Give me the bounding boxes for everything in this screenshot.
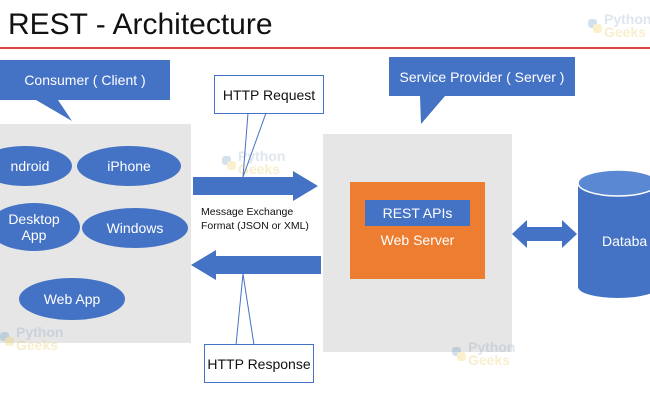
database-label: Databa bbox=[602, 233, 648, 249]
watermark-word-2: Geeks bbox=[468, 352, 511, 368]
client-callout-pointer bbox=[36, 100, 72, 121]
http-response-callout: HTTP Response bbox=[204, 344, 314, 383]
database-cylinder bbox=[577, 169, 650, 298]
response-arrow bbox=[191, 250, 321, 280]
client-web-app-label: Web App bbox=[43, 291, 101, 307]
python-logo-icon bbox=[452, 347, 466, 361]
python-logo-icon bbox=[222, 156, 236, 170]
watermark-word-1: Python bbox=[238, 148, 286, 164]
client-desktop-app-label: Desktop App bbox=[8, 211, 60, 243]
watermark-word-1: Python bbox=[468, 339, 516, 355]
http-request-callout: HTTP Request bbox=[214, 75, 324, 114]
watermark-word-2: Geeks bbox=[16, 337, 59, 353]
database-double-arrow bbox=[512, 220, 577, 248]
web-server-label: Web Server bbox=[380, 232, 455, 248]
request-arrow bbox=[193, 171, 318, 201]
server-callout: Service Provider ( Server ) bbox=[389, 57, 575, 96]
client-iphone: iPhone bbox=[77, 146, 181, 186]
watermark-word-1: Python bbox=[604, 11, 650, 27]
python-logo-icon bbox=[0, 332, 14, 346]
client-windows-label: Windows bbox=[106, 220, 164, 236]
client-web-app: Web App bbox=[19, 278, 125, 320]
http-response-pointer bbox=[235, 273, 255, 346]
client-callout-label: Consumer ( Client ) bbox=[24, 72, 146, 88]
watermark-word-1: Python bbox=[16, 324, 64, 340]
web-server-box bbox=[350, 182, 485, 279]
page-title: REST - Architecture bbox=[8, 8, 273, 41]
client-android: ndroid bbox=[0, 146, 72, 186]
server-callout-pointer bbox=[420, 96, 445, 124]
watermark-word-2: Geeks bbox=[238, 161, 281, 177]
http-request-label: HTTP Request bbox=[222, 86, 316, 103]
title-divider bbox=[0, 47, 650, 49]
message-exchange-text: Message Exchange Format (JSON or XML) bbox=[201, 206, 309, 232]
rest-apis-box: REST APIs bbox=[365, 200, 470, 226]
client-desktop-app: Desktop App bbox=[0, 203, 80, 251]
rest-apis-label: REST APIs bbox=[382, 205, 453, 221]
client-iphone-label: iPhone bbox=[107, 158, 151, 174]
python-logo-icon bbox=[588, 19, 602, 33]
watermark-word-2: Geeks bbox=[604, 24, 647, 40]
server-callout-label: Service Provider ( Server ) bbox=[399, 68, 565, 85]
http-response-label: HTTP Response bbox=[207, 355, 311, 372]
client-callout: Consumer ( Client ) bbox=[0, 60, 170, 100]
client-windows: Windows bbox=[82, 208, 188, 248]
client-android-label: ndroid bbox=[10, 158, 50, 174]
